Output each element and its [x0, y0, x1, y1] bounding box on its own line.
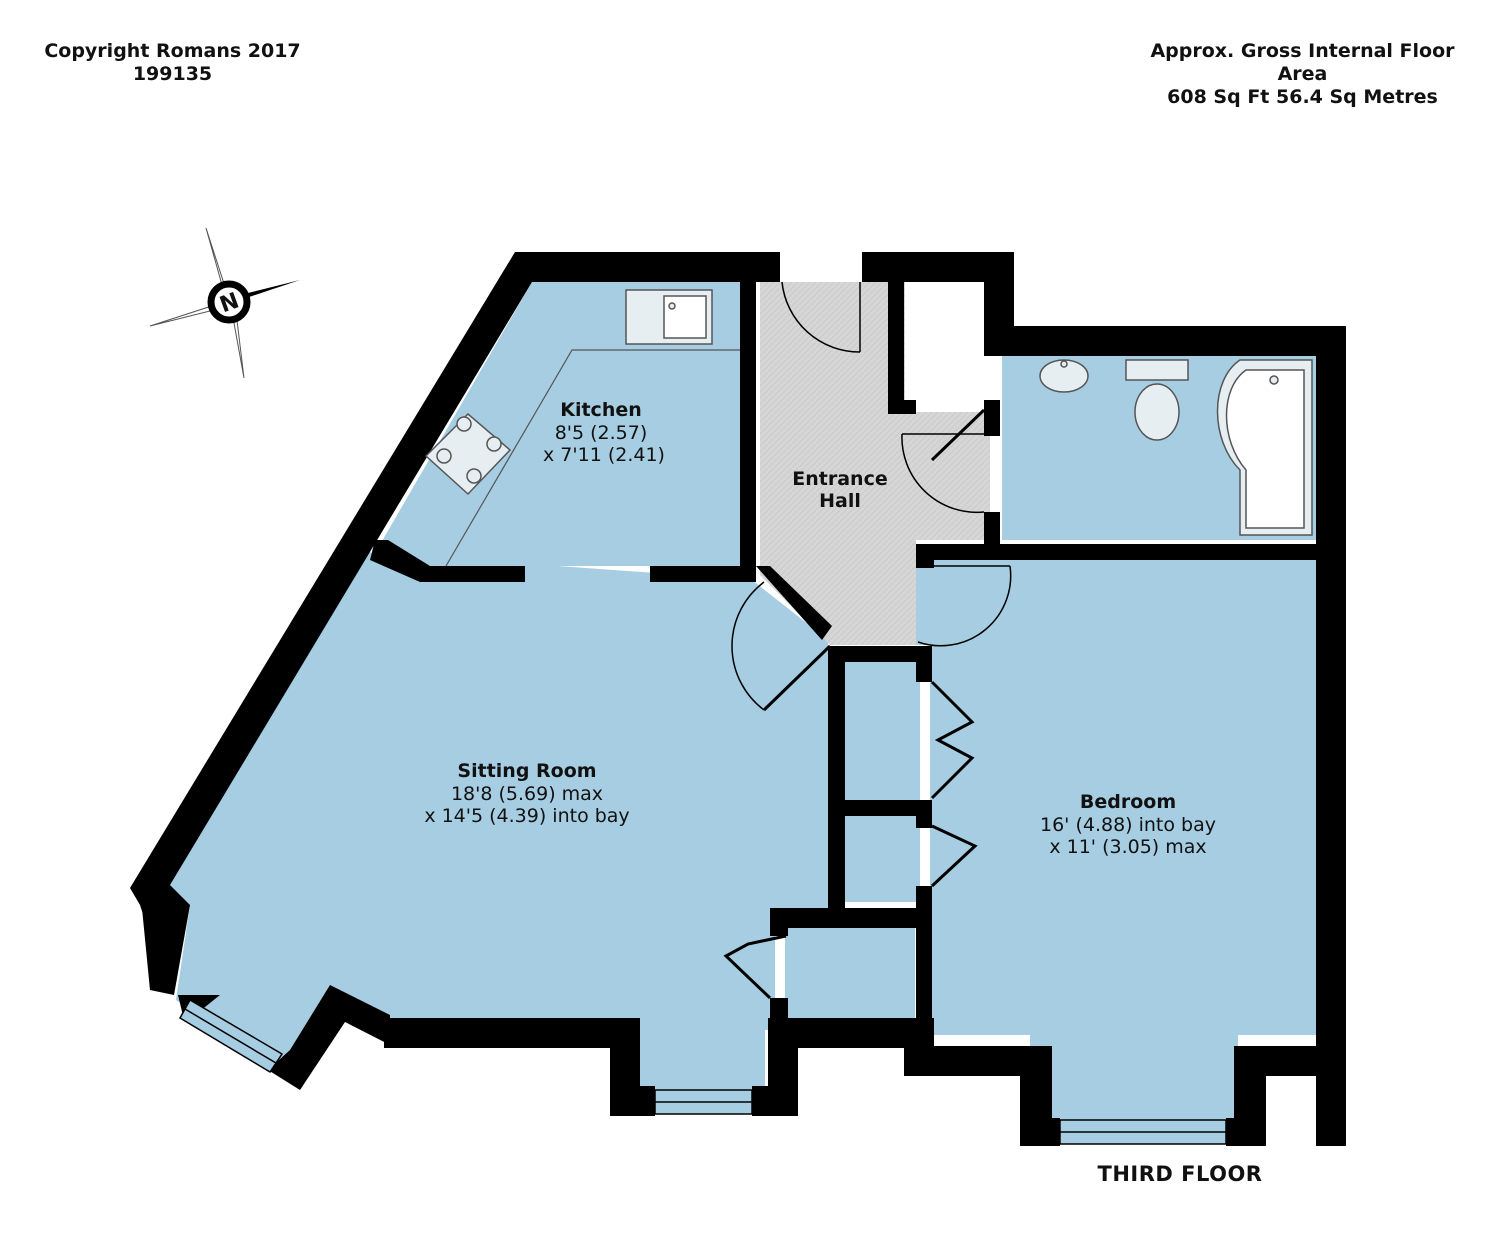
cupboard-area	[845, 662, 920, 902]
hall-name-line-2: Hall	[819, 490, 861, 512]
sitting-room-label: Sitting Room 18'8 (5.69) max x 14'5 (4.3…	[424, 760, 629, 827]
doors	[723, 281, 1012, 1000]
floor-label: THIRD FLOOR	[1097, 1162, 1263, 1186]
windows	[178, 998, 1227, 1145]
kitchen-sink-icon	[625, 289, 713, 345]
compass-rose-icon: N	[149, 227, 300, 379]
basin-icon	[1039, 359, 1089, 393]
kitchen-name: Kitchen	[560, 399, 642, 421]
bedroom-label: Bedroom 16' (4.88) into bay x 11' (3.05)…	[1040, 791, 1216, 858]
kitchen-worktop-line	[445, 349, 740, 567]
sitting-room-dim-1: 18'8 (5.69) max	[451, 783, 603, 805]
copyright-text: Copyright Romans 2017	[44, 40, 301, 62]
kitchen-dim-2: x 7'11 (2.41)	[543, 444, 665, 466]
kitchen-area	[378, 282, 740, 566]
hob-icon	[424, 412, 512, 496]
sitting-room-dim-2: x 14'5 (4.39) into bay	[424, 805, 629, 827]
bedroom-dim-1: 16' (4.88) into bay	[1040, 814, 1216, 836]
floor-area-value: 608 Sq Ft 56.4 Sq Metres	[1167, 86, 1438, 108]
entrance-hall-area	[760, 282, 990, 645]
walls	[130, 252, 1346, 1146]
kitchen-label: Kitchen 8'5 (2.57) x 7'11 (2.41)	[543, 399, 665, 466]
sitting-room-name: Sitting Room	[457, 760, 596, 782]
store-area	[785, 928, 915, 1018]
toilet-icon	[1125, 359, 1189, 441]
copyright-block: Copyright Romans 2017 199135	[30, 40, 315, 86]
floor-area-title: Approx. Gross Internal Floor Area	[1150, 40, 1455, 85]
bedroom-area	[916, 560, 1320, 1120]
bedroom-name: Bedroom	[1080, 791, 1176, 813]
bath-icon	[1216, 359, 1313, 536]
bedroom-dim-2: x 11' (3.05) max	[1049, 836, 1206, 858]
floor-area-block: Approx. Gross Internal Floor Area 608 Sq…	[1125, 40, 1480, 109]
sitting-room-area	[170, 552, 828, 1090]
hall-name-line-1: Entrance	[792, 468, 887, 490]
kitchen-dim-1: 8'5 (2.57)	[555, 422, 648, 444]
entrance-hall-label: Entrance Hall	[792, 468, 887, 512]
reference-number: 199135	[132, 63, 213, 85]
